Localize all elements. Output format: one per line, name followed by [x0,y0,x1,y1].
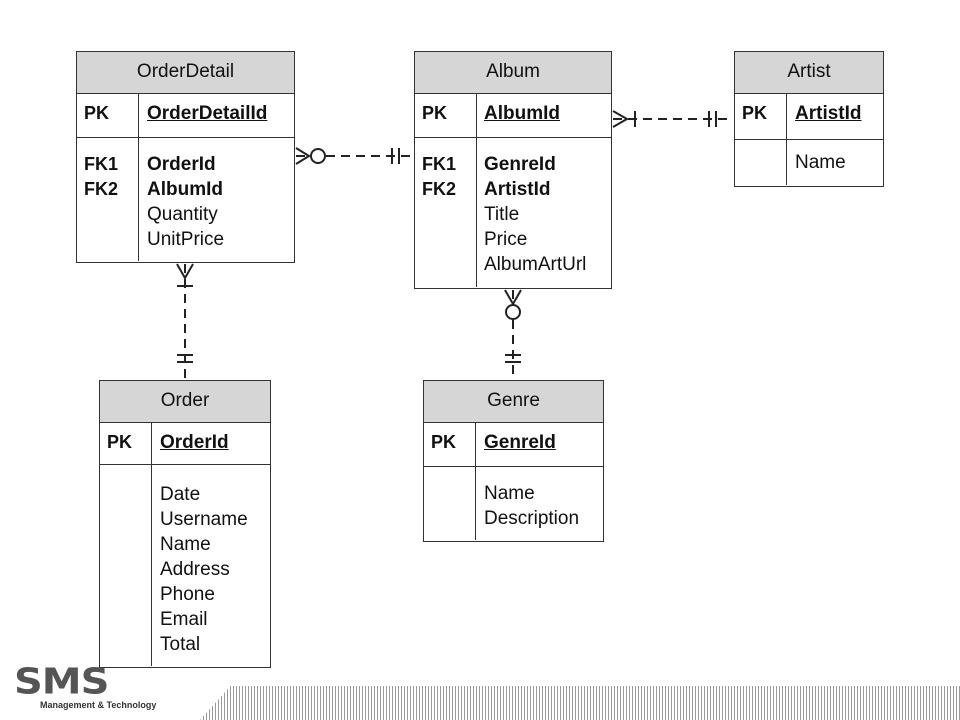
field: Email [160,609,208,630]
field: Address [160,559,230,580]
field: UnitPrice [147,229,225,250]
fields-section: Date Username Name Address Phone Email T… [100,465,270,666]
pk-field: ArtistId [795,103,862,124]
fk-label: FK1 [422,154,457,174]
pk-field: GenreId [484,432,556,453]
field: AlbumArtUrl [484,254,587,275]
fields-section: Name [735,140,883,185]
fk-label: FK2 [84,179,119,199]
fk-label: FK2 [422,179,457,199]
field: Name [795,152,846,173]
relationship-orderdetail-album [295,147,412,165]
fk-field: AlbumId [147,179,223,200]
fk-field: OrderId [147,154,216,175]
relationship-orderdetail-order [176,263,194,379]
entity-artist: Artist PK ArtistId Name [734,51,884,187]
company-logo: SMS Management & Technology [14,661,156,710]
pk-field: AlbumId [484,103,560,124]
entity-title: Album [415,52,611,94]
pk-label: PK [431,432,457,452]
pk-section: PK GenreId [424,423,603,467]
fields-section: FK1 FK2 GenreId ArtistId Title Price Alb… [415,138,611,287]
pk-section: PK ArtistId [735,94,883,140]
zero-marker [310,148,326,164]
crowfoot-many-marker [176,263,194,281]
entity-album: Album PK AlbumId FK1 FK2 GenreId ArtistI… [414,51,612,289]
entity-title: OrderDetail [77,52,294,94]
entity-orderdetail: OrderDetail PK OrderDetailId FK1 FK2 Ord… [76,51,295,263]
logo-brand: SMS [14,661,109,703]
logo-tagline: Management & Technology [40,700,157,710]
field: Title [484,204,520,225]
field: Name [484,483,535,504]
pk-label: PK [84,103,110,123]
field: Phone [160,584,215,605]
crowfoot-many-marker [612,110,630,128]
pk-section: PK AlbumId [415,94,611,138]
zero-marker [505,304,521,320]
fields-section: Name Description [424,467,603,540]
relationship-album-genre [504,289,522,379]
field: Description [484,508,580,529]
entity-title: Artist [735,52,883,94]
field: Name [160,534,211,555]
pk-section: PK OrderDetailId [77,94,294,138]
pk-field: OrderDetailId [147,103,268,124]
pk-label: PK [742,103,768,123]
pk-label: PK [107,432,133,452]
entity-title: Order [100,381,270,423]
entity-title: Genre [424,381,603,423]
fields-section: FK1 FK2 OrderId AlbumId Quantity UnitPri… [77,138,294,261]
fk-field: ArtistId [484,179,551,200]
field: Date [160,484,201,505]
footer-stripes-decoration [200,686,960,720]
pk-section: PK OrderId [100,423,270,465]
fk-label: FK1 [84,154,119,174]
crowfoot-many-marker [295,147,311,165]
field: Quantity [147,204,218,225]
fk-field: GenreId [484,154,556,175]
entity-order: Order PK OrderId Date Username Name Addr… [99,380,271,668]
pk-field: OrderId [160,432,229,453]
relationship-album-artist [612,110,733,128]
field: Total [160,634,201,655]
field: Price [484,229,528,250]
entity-genre: Genre PK GenreId Name Description [423,380,604,542]
field: Username [160,509,248,530]
pk-label: PK [422,103,448,123]
